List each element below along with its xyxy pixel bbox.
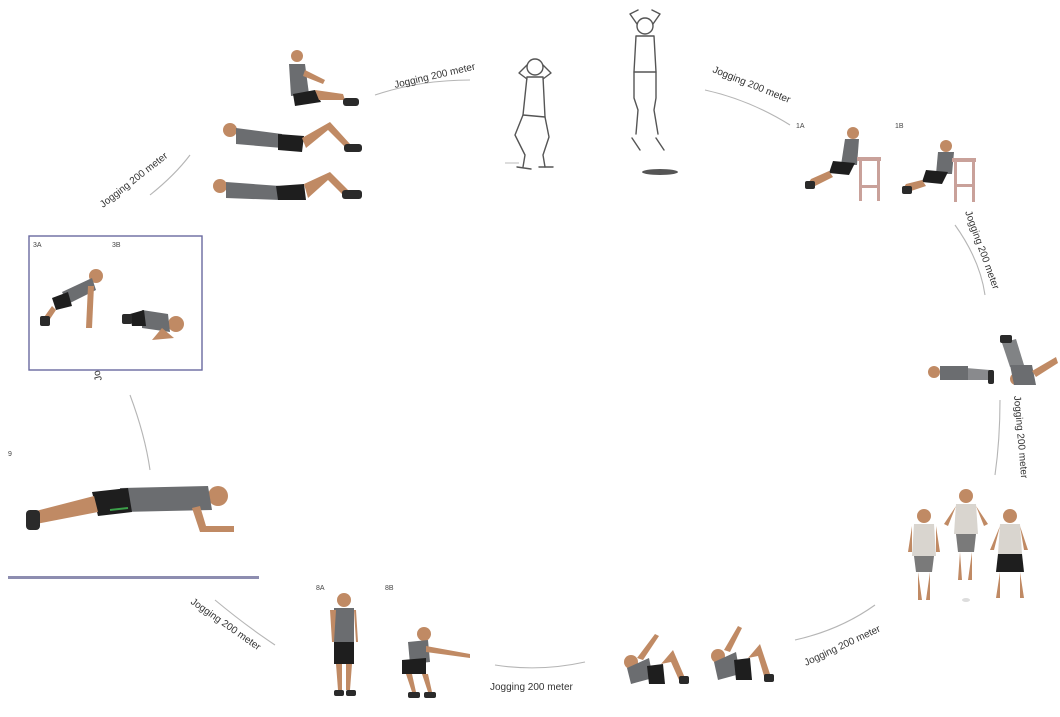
jog-label-3: Jogging 200 meter bbox=[711, 65, 793, 106]
crunch-exercise bbox=[624, 626, 774, 684]
bench-dip-exercise: 1A 1B bbox=[796, 123, 976, 202]
squat-label-a: 8A bbox=[316, 585, 325, 592]
divider-line bbox=[8, 576, 259, 579]
plank-exercise: 9 bbox=[8, 451, 259, 579]
pushup-label-b: 3B bbox=[112, 242, 121, 249]
leg-raise-exercise bbox=[928, 335, 1058, 385]
jog-label-8: Jogging 200 meter bbox=[188, 596, 263, 653]
jog-connector-bottom: Jogging 200 meter bbox=[490, 662, 585, 693]
jog-connector-bottom-right: Jogging 200 meter bbox=[795, 605, 883, 669]
dip-label-b: 1B bbox=[895, 123, 904, 130]
jumping-jack-exercise bbox=[908, 489, 1028, 602]
dip-label-a: 1A bbox=[796, 123, 805, 130]
situp-exercise-figures bbox=[213, 50, 362, 200]
jog-label-5: Jogging 200 meter bbox=[1011, 395, 1029, 479]
jog-connector-right-lower: Jogging 200 meter bbox=[995, 395, 1029, 479]
jog-connector-top-left: Jogging 200 meter bbox=[98, 150, 190, 210]
jog-label-7: Jogging 200 meter bbox=[490, 682, 574, 693]
jump-squat-line-drawings bbox=[505, 10, 678, 175]
jog-connector-bottom-left: Jogging 200 meter bbox=[188, 596, 275, 653]
jog-connector-right-upper: Jogging 200 meter bbox=[955, 209, 1001, 295]
pushup-exercise-panel: 3A 3B bbox=[29, 236, 202, 370]
jog-connector-top-right: Jogging 200 meter bbox=[705, 65, 792, 125]
jog-label-6: Jogging 200 meter bbox=[803, 623, 883, 668]
jog-connector-top: Jogging 200 meter bbox=[375, 61, 477, 95]
plank-label-number: 9 bbox=[8, 451, 12, 458]
squat-label-b: 8B bbox=[385, 585, 394, 592]
jog-label-1: Jogging 200 meter bbox=[98, 150, 171, 210]
pushup-label-a: 3A bbox=[33, 242, 42, 249]
jog-label-2: Jogging 200 meter bbox=[393, 61, 477, 91]
squat-exercise: 8A 8B bbox=[316, 585, 470, 698]
